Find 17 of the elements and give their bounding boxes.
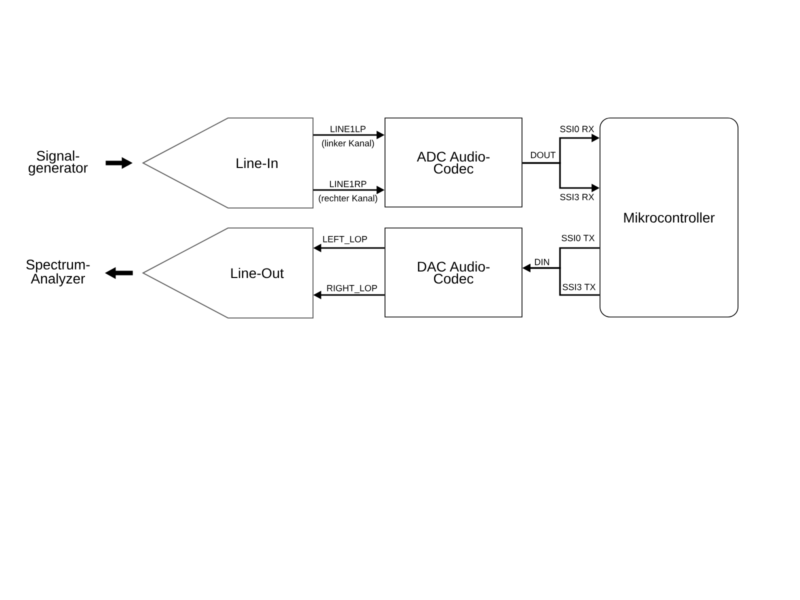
codec-box: ADC Audio-Codec <box>384 118 522 208</box>
device-label: Signal- generator <box>28 150 88 176</box>
edge-label: SSI3 RX <box>559 193 595 201</box>
edge-label: LINE1LP <box>330 125 367 133</box>
edge-label: LINE1RP <box>328 180 368 188</box>
channel-note: (linker Kanal) <box>321 139 376 149</box>
codec-box: DAC Audio-Codec <box>384 228 522 318</box>
channel-note: (rechter Kanal) <box>318 194 378 204</box>
edge-label: SSI3 TX <box>562 283 596 291</box>
edge-label: SSI0 TX <box>560 234 596 242</box>
controller-box: Mikrocontroller <box>600 118 738 318</box>
signal-label: DIN <box>534 258 550 266</box>
signal-label: DOUT <box>530 151 556 159</box>
device-label: Spectrum- Analyzer <box>26 260 90 286</box>
edge-label: RIGHT_LOP <box>326 284 378 294</box>
edge-label: LEFT_LOP <box>322 235 368 245</box>
edge-label: SSI0 RX <box>559 125 595 133</box>
